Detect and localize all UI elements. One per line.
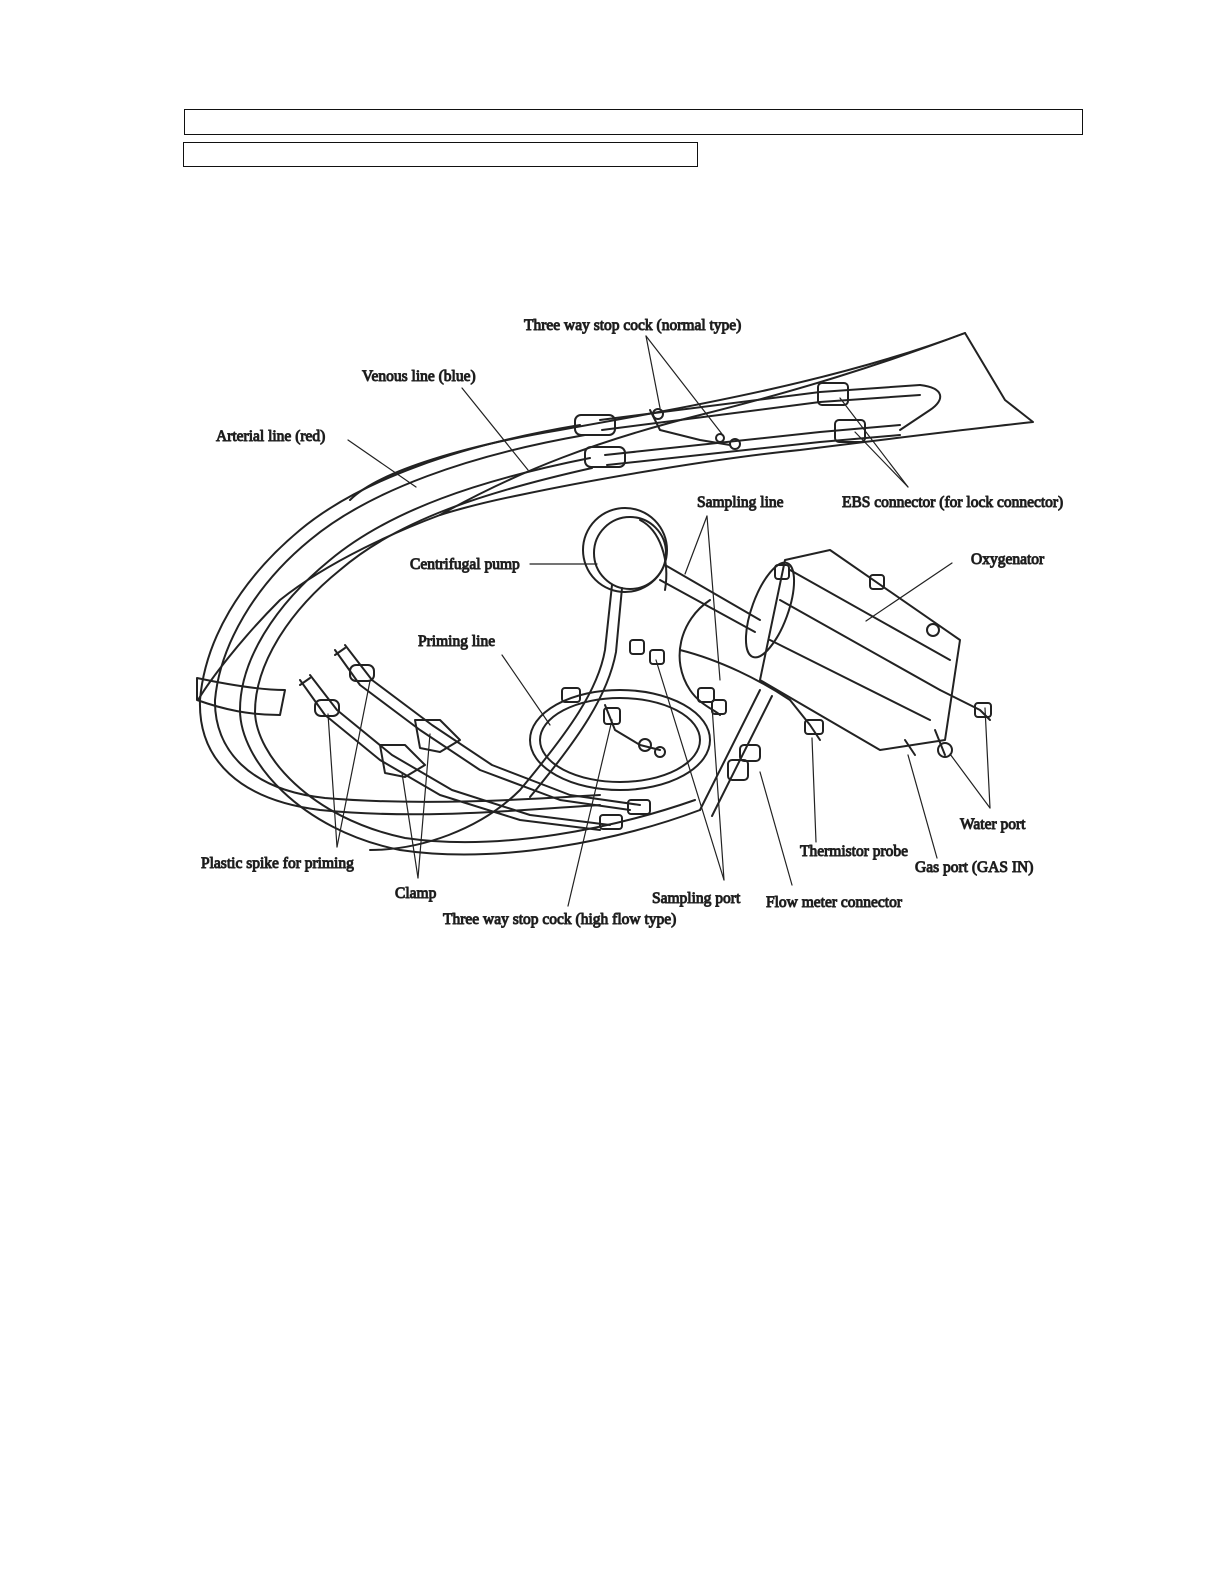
drape-sheet <box>197 332 1034 701</box>
priming-loop <box>529 687 711 791</box>
label-thermistor-probe: Thermistor probe <box>800 843 908 860</box>
label-three-way-high: Three way stop cock (high flow type) <box>443 911 676 928</box>
spikes-and-clamps <box>299 644 651 831</box>
sampling-assembly <box>629 599 824 817</box>
loop-tubes <box>198 424 701 856</box>
centrifugal-pump <box>369 507 761 851</box>
header-box-wide <box>184 109 1083 135</box>
label-three-way-normal: Three way stop cock (normal type) <box>524 317 741 334</box>
label-plastic-spike: Plastic spike for priming <box>201 855 354 872</box>
upper-connector-assembly <box>574 382 942 468</box>
label-sampling-port: Sampling port <box>652 890 741 907</box>
label-flow-meter-connector: Flow meter connector <box>766 894 903 911</box>
oxygenator <box>744 549 992 758</box>
label-oxygenator: Oxygenator <box>971 551 1045 568</box>
header-box-narrow <box>183 142 698 167</box>
label-priming-line: Priming line <box>418 633 495 650</box>
leader-lines <box>327 335 991 907</box>
label-gas-port: Gas port (GAS IN) <box>915 859 1033 876</box>
label-clamp: Clamp <box>395 885 437 902</box>
label-ebs-connector: EBS connector (for lock connector) <box>842 494 1063 511</box>
label-water-port: Water port <box>960 816 1026 833</box>
loop-band <box>196 677 286 716</box>
label-centrifugal-pump: Centrifugal pump <box>410 556 520 573</box>
label-sampling-line: Sampling line <box>697 494 784 511</box>
label-arterial-line: Arterial line (red) <box>216 428 325 445</box>
label-venous-line: Venous line (blue) <box>362 368 476 385</box>
